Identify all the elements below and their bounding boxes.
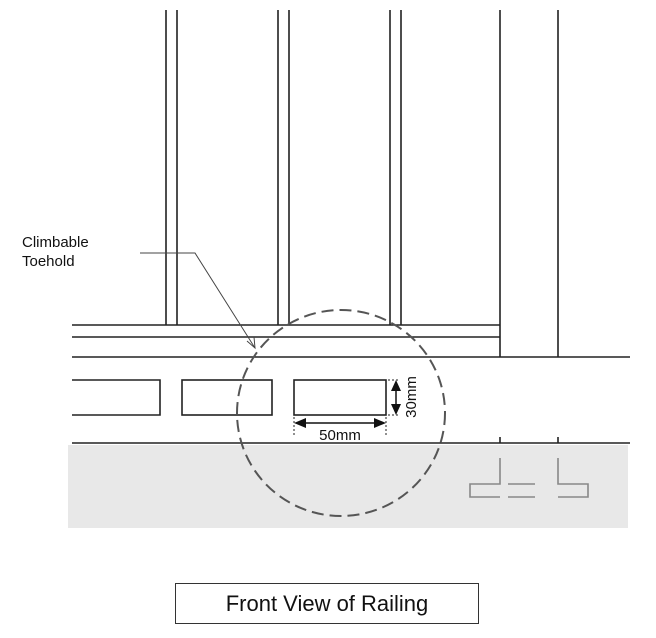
- callout-line-2: Toehold: [22, 253, 75, 270]
- balusters: [165, 10, 402, 325]
- dimension-marks: [293, 379, 401, 437]
- figure-caption: Front View of Railing: [175, 583, 479, 624]
- toehold-openings: [72, 379, 387, 416]
- callout-line-1: Climbable: [22, 234, 89, 251]
- post: [499, 10, 559, 443]
- width-dimension-label: 50mm: [319, 427, 361, 444]
- ground-area: [68, 445, 628, 528]
- callout-leader: [140, 252, 256, 350]
- height-dimension-label: 30mm: [403, 376, 420, 418]
- rails: [72, 324, 630, 444]
- callout-label: Climbable Toehold: [22, 233, 89, 271]
- highlight-circle: [236, 309, 446, 517]
- footing-symbol: [469, 458, 589, 498]
